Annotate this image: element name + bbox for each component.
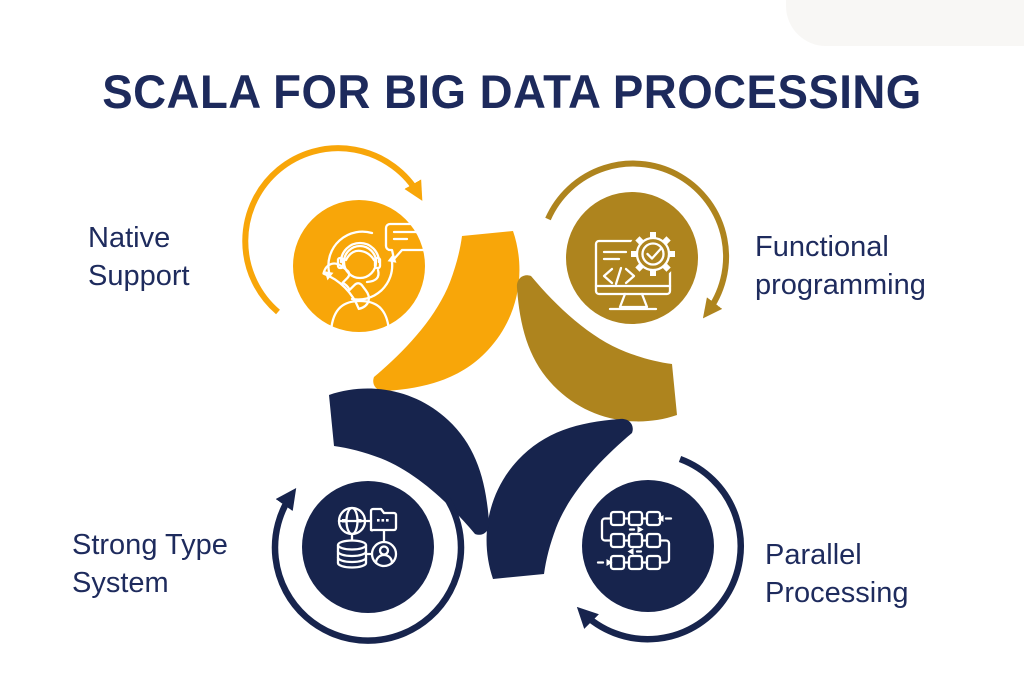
label-functional-programming: Functional programming [755, 228, 926, 304]
rotation-arrow-parallel [576, 455, 744, 643]
label-strong-type-system: Strong Type System [72, 526, 228, 602]
monitor-code-gear-icon [594, 229, 678, 311]
strong-type-system-node [271, 481, 465, 644]
pinwheel [329, 231, 677, 579]
functional-programming-node [545, 160, 730, 324]
native-support-node [242, 145, 432, 333]
page-title: SCALA FOR BIG DATA PROCESSING [102, 65, 922, 118]
label-native-support: Native Support [88, 219, 190, 295]
strong-type-system-circle [302, 481, 434, 613]
rotation-arrow-functional [545, 160, 730, 319]
label-parallel-processing: Parallel Processing [765, 536, 908, 612]
flowchart-icon [596, 510, 673, 571]
label-line: programming [755, 269, 926, 301]
label-line: Strong Type [72, 529, 228, 561]
swoosh-bottom-right [486, 418, 633, 579]
label-line: Functional [755, 231, 889, 263]
label-line: Native [88, 222, 171, 254]
native-support-circle [293, 200, 425, 332]
label-line: Support [88, 260, 190, 292]
corner-artifact [786, 0, 1024, 46]
label-line: Processing [765, 577, 909, 609]
swoosh-top-left [373, 231, 520, 392]
rotation-arrow-native [242, 145, 423, 315]
rotation-arrow-strong-type [271, 488, 465, 644]
swoosh-top-right [516, 275, 677, 422]
label-line: System [72, 567, 169, 599]
label-line: Parallel [765, 539, 862, 571]
database-network-icon [336, 506, 398, 569]
customer-support-icon [322, 222, 432, 333]
parallel-processing-node [576, 455, 744, 643]
